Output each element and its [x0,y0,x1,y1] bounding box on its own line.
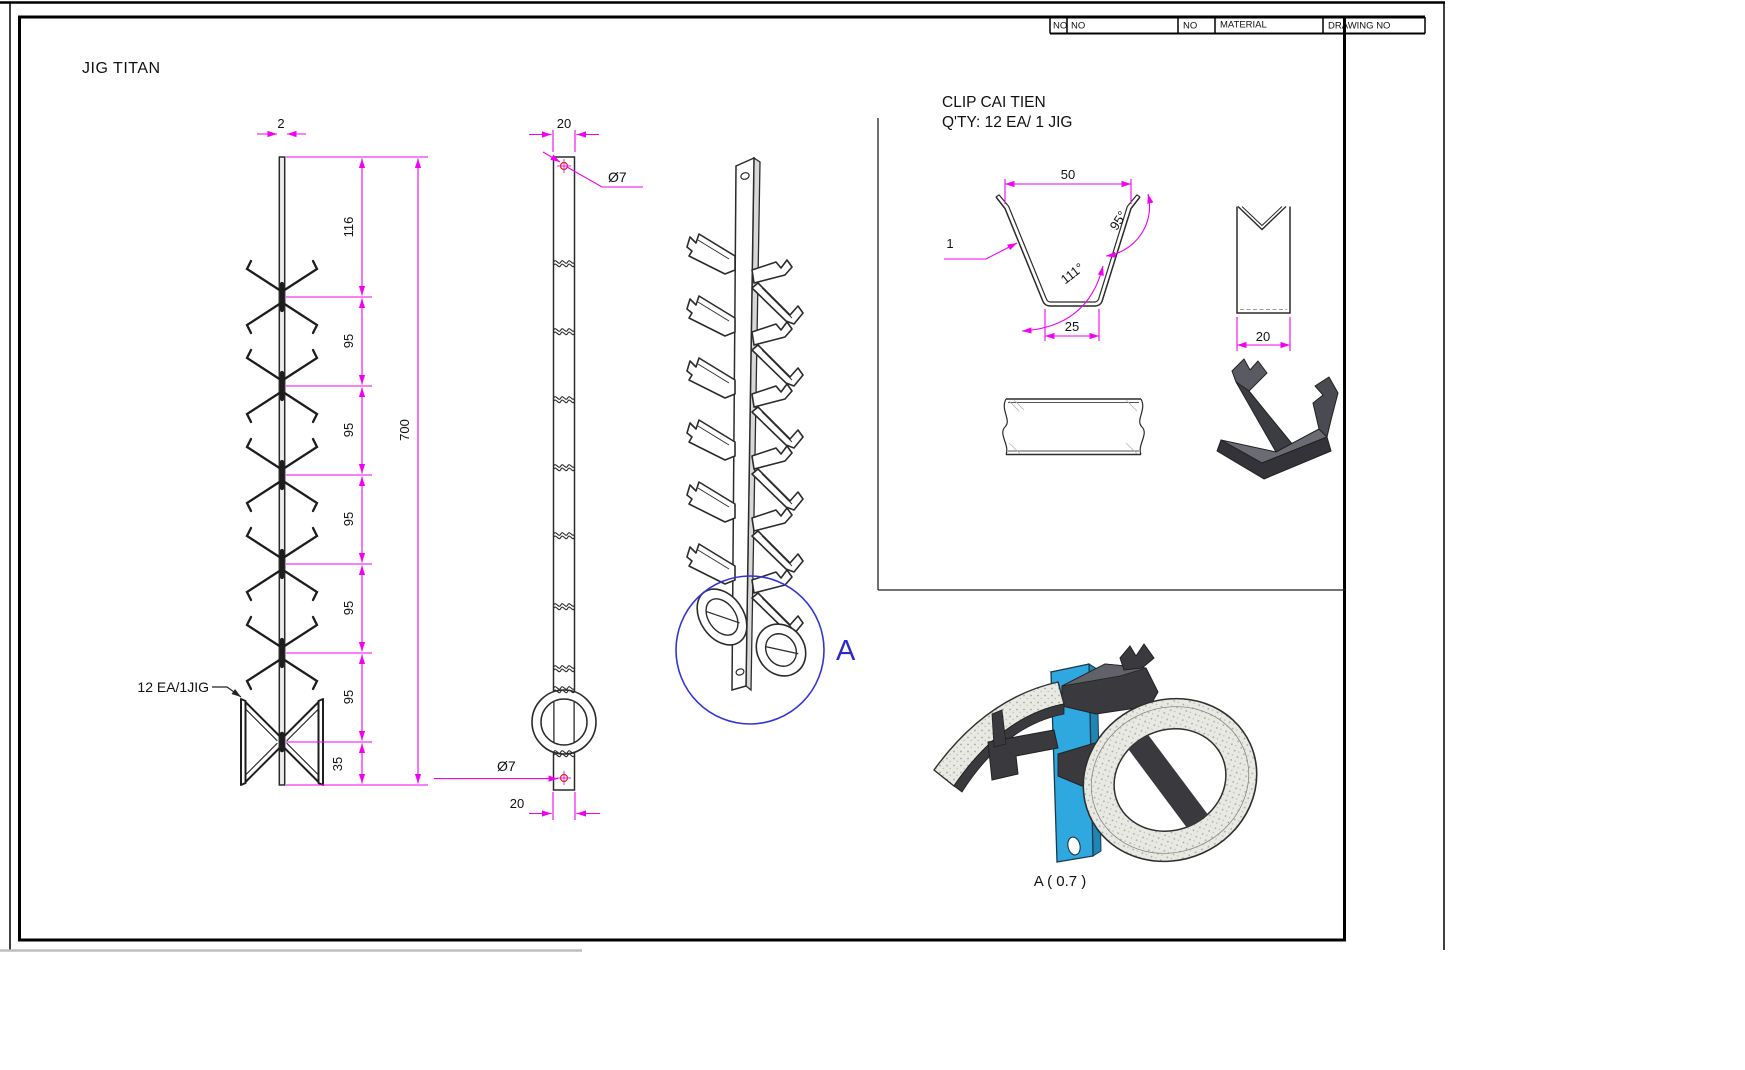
clip-detail-panel: CLIP CAI TIEN Q'TY: 12 EA/ 1 JIG 50 95° … [877,94,1345,591]
title-block-cell: DRAWING NO [1328,21,1390,32]
front-view: 2 116 95 95 95 95 95 35 700 12 EA/1JIG [137,116,428,785]
profile-caps [995,194,1141,198]
dim-text-700: 700 [397,419,412,441]
dim-text-116: 116 [341,217,356,238]
arc-111 [1021,265,1104,334]
dim-text-hole-top: Ø7 [608,169,627,185]
iso-clip-left [686,481,736,523]
hatch [1125,442,1138,454]
vnotch-outer [1237,205,1287,231]
dim-text-25: 25 [1065,319,1079,334]
clip-heading: CLIP CAI TIEN [942,94,1046,111]
ring-strut [705,610,740,624]
clip3d-channel [1216,436,1332,480]
side-outline [1236,206,1291,314]
flat-hatch [1008,399,1138,454]
dim-text-thickness: 2 [277,116,284,131]
iso-ring-right [755,623,807,677]
detail-a-label: A [836,635,856,667]
title-block-cell: NO [1183,21,1197,32]
leader-line [212,686,242,698]
clip-side-profile: 20 [1236,205,1291,351]
hole-bottom-crosshair [557,771,571,785]
dim-text-hole-bottom: Ø7 [497,758,516,774]
arc-95 [1105,193,1154,258]
leader-line [566,166,643,188]
clip-front-dims [944,179,1154,341]
dim-text-thickness: 1 [946,236,953,251]
title-block-cell: MATERIAL [1220,20,1267,31]
iso-view: A [675,156,856,725]
ring-strut [764,645,799,655]
wheel-top-clip [1119,643,1155,671]
clip-3d-view [1216,358,1339,480]
hatch [1013,399,1025,411]
dim-text-95: 95 [341,512,356,526]
front-dim-lines [257,130,428,786]
iso-clip-left [686,295,736,337]
dim-text-20: 20 [1256,329,1270,344]
dim-text-35: 35 [330,757,345,771]
wedge-underside [953,703,1065,793]
title-block: NO NO NO MATERIAL DRAWING NO [1049,15,1426,35]
leader-arrow [542,151,561,163]
detail-a-view: A ( 0.7 ) [933,643,1258,890]
clip3d-hook [1312,376,1339,438]
flat-wavy-left [1002,398,1008,455]
flat-wavy-right [1139,398,1145,455]
clip3d-arm [1235,381,1294,453]
vnotch-inner [1241,206,1283,227]
dim-text-95deg: 95° [1107,208,1130,233]
dim-text-width-bottom: 20 [510,796,524,811]
wheel-rim-line [1090,706,1250,854]
plate-hole [1067,836,1081,856]
iso-clip-left [686,233,736,275]
dim-text-111deg: 111° [1058,260,1087,287]
side-bar [552,156,576,791]
leader-thickness [944,242,1018,260]
clip-flat-view [1002,398,1145,456]
iso-hole-top [740,172,750,180]
detail-a-caption: A ( 0.7 ) [1034,873,1087,890]
title-block-cell: NO [1053,21,1067,32]
drawing-frame [18,15,1346,942]
dim-text-width-top: 20 [557,116,571,131]
clip-qty: Q'TY: 12 EA/ 1 JIG [942,114,1072,131]
iso-clip-right [751,383,804,449]
iso-clip-left [686,419,736,461]
dim-text-95: 95 [341,690,356,704]
sheet-borders [0,1,1445,952]
wheel-arm-visible [1120,724,1224,848]
clip-qty-note: 12 EA/1JIG [137,679,209,695]
hatch [1125,399,1138,412]
side-dims [1236,317,1291,351]
hatch [1008,442,1021,454]
side-dim-lines [529,130,600,820]
dim-text-95: 95 [341,601,356,615]
detail-a-circle [675,575,825,725]
dim-text-95: 95 [341,334,356,348]
hatch [1008,400,1020,412]
page-title: JIG TITAN [82,60,161,77]
iso-hole-bottom [735,668,745,676]
iso-clip-right [751,445,804,511]
title-block-cell: NO [1071,21,1085,32]
iso-clip-right [751,259,804,325]
iso-clip-right [751,321,804,387]
clip3d-prongs [1231,358,1268,392]
hole-top-crosshair [557,159,571,173]
iso-ring-left [696,588,748,646]
dim-text-95: 95 [341,423,356,437]
iso-clip-left [686,357,736,399]
iso-clip-left [686,543,736,585]
dim-text-50: 50 [1061,167,1075,182]
side-ring-inner [540,698,588,746]
iso-clip-right [751,507,804,573]
bracket-left-prong [991,709,1007,748]
side-view: Ø7 Ø7 20 20 [434,116,643,820]
